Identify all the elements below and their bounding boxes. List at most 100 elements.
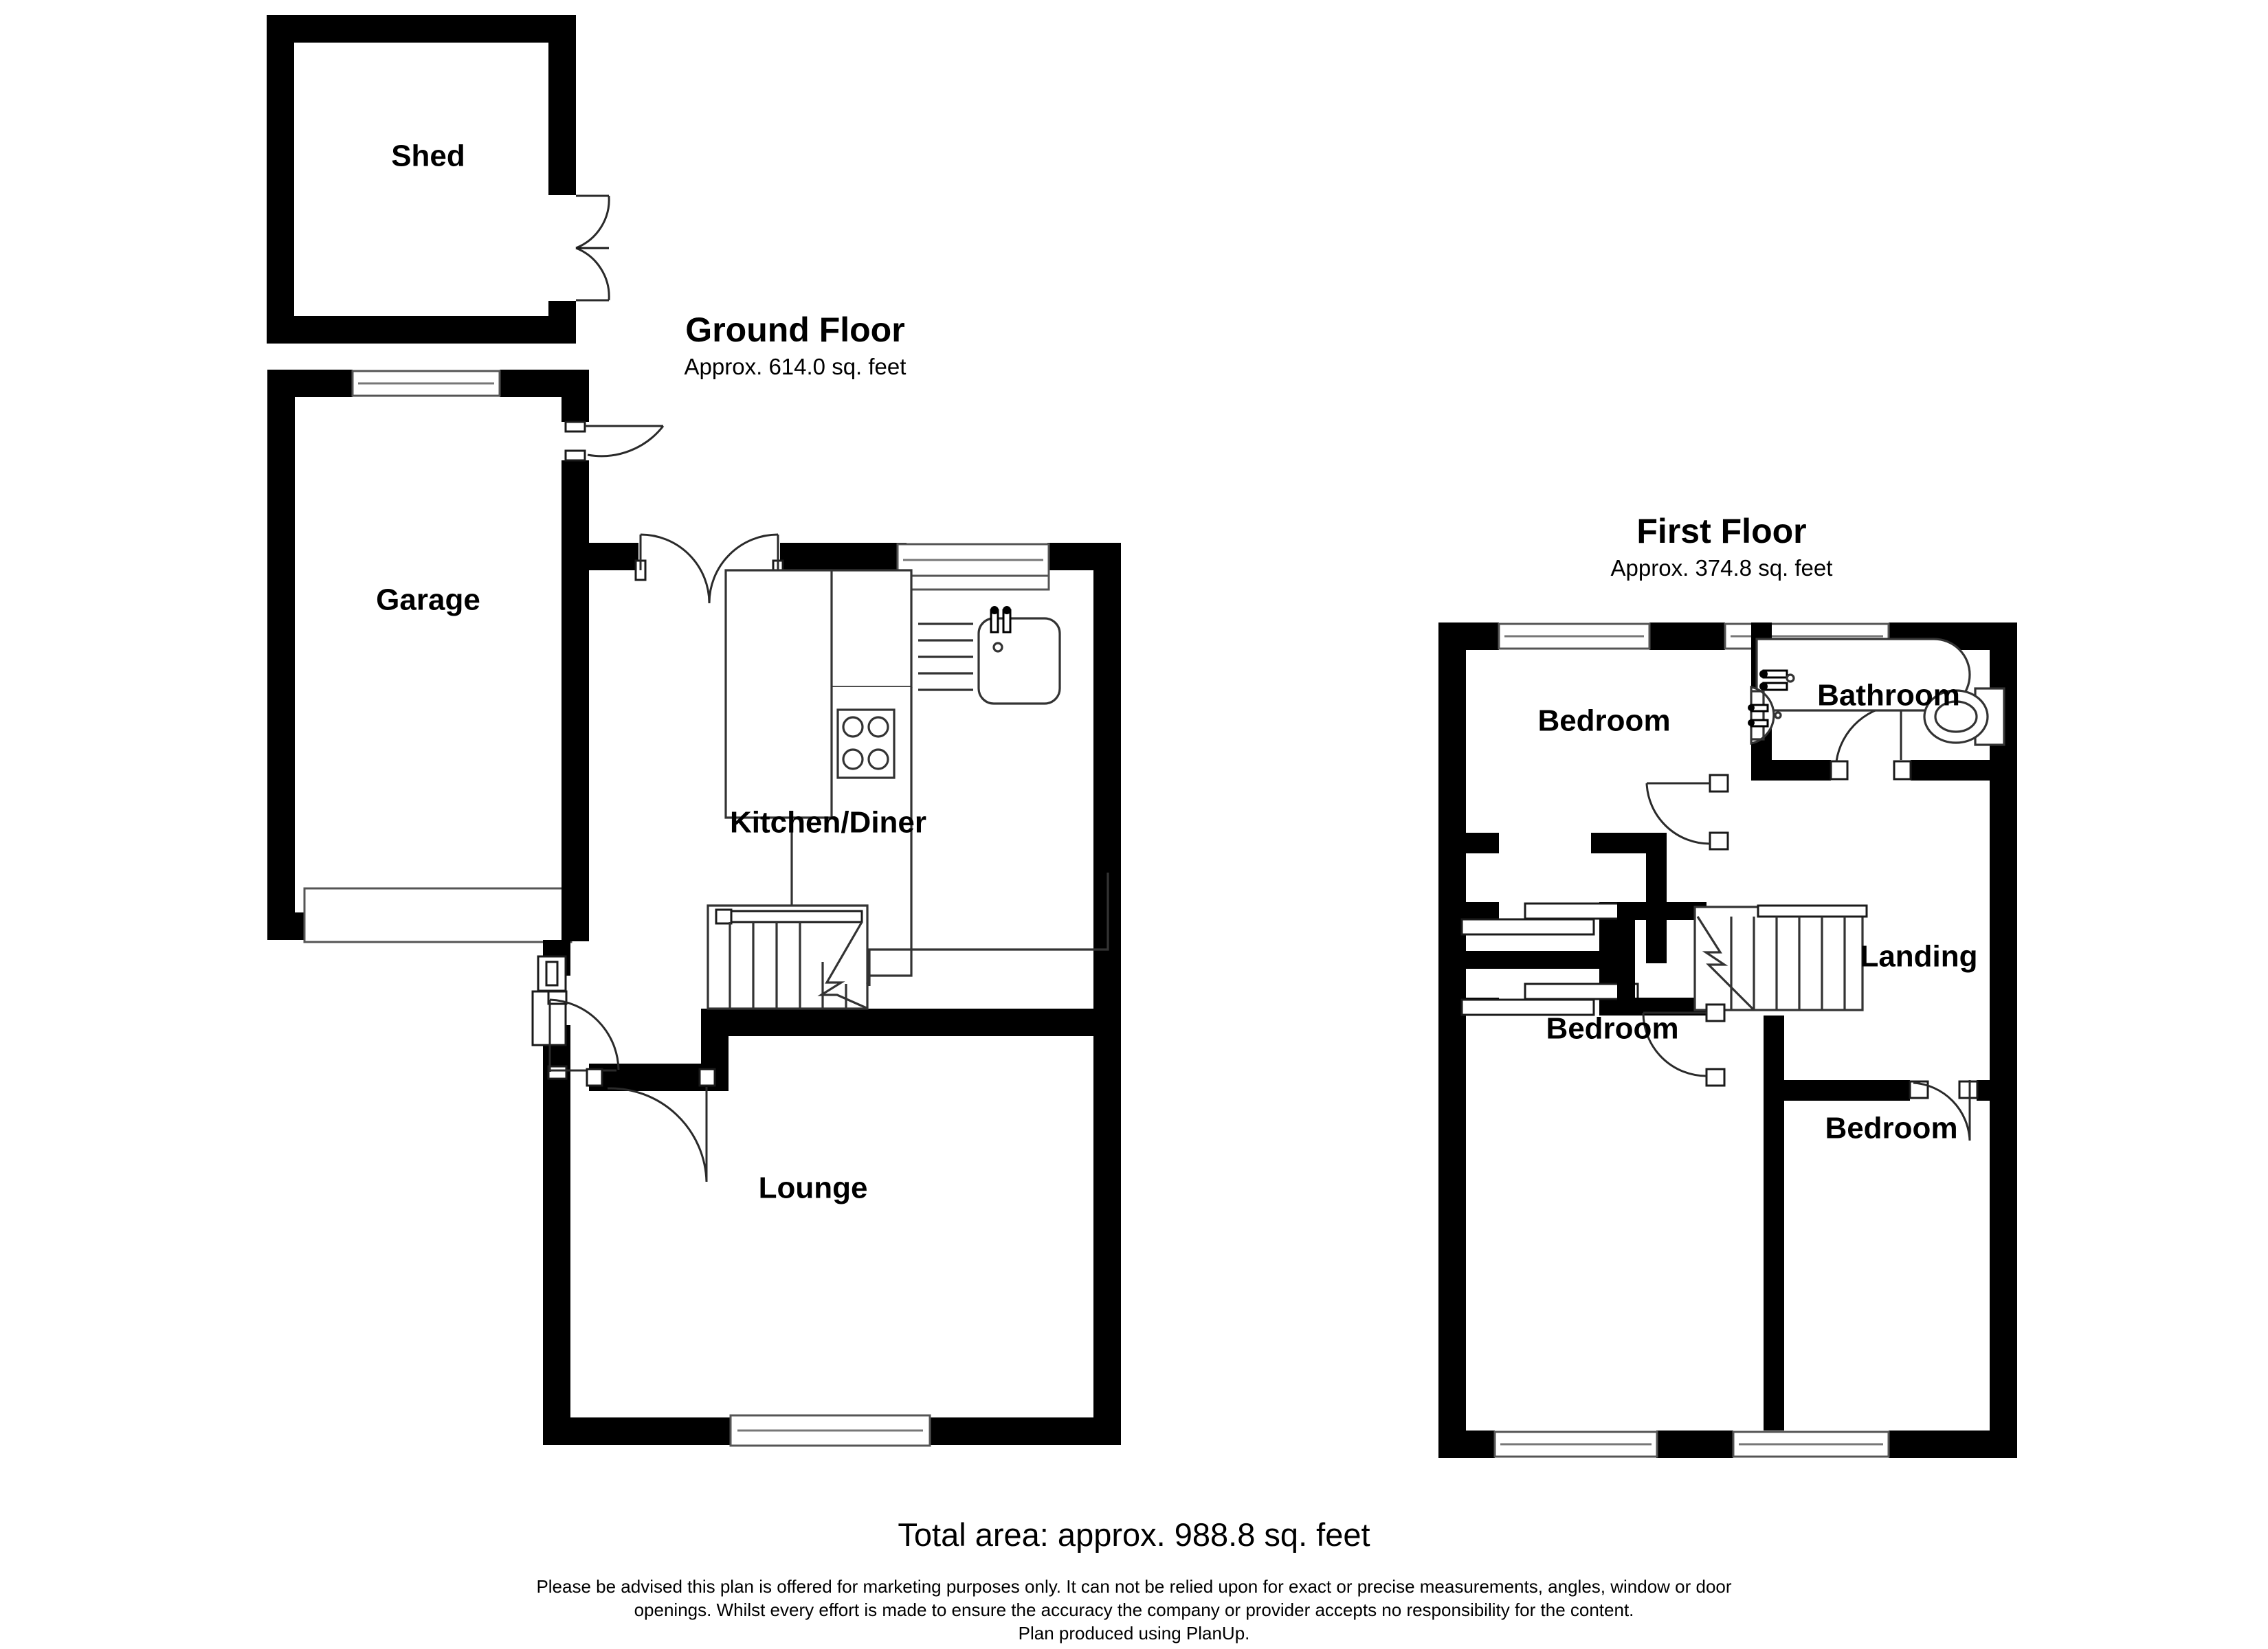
cupboard-door-upper-a[interactable] <box>1460 918 1595 936</box>
sink-fixture <box>977 606 1061 705</box>
room-label-lounge: Lounge <box>759 1171 868 1205</box>
lounge-door-arc[interactable] <box>607 1087 708 1182</box>
bathroom-wall-bottom-left <box>1751 760 1831 781</box>
kitchen-wall-top-mid <box>780 543 907 570</box>
footer-group: Total area: approx. 988.8 sq. feet Pleas… <box>536 1516 1731 1644</box>
ff-wall-top-a <box>1438 622 1499 650</box>
bedroom1-door-frame-bottom <box>1709 831 1729 851</box>
total-area-text: Total area: approx. 988.8 sq. feet <box>898 1516 1370 1553</box>
bathroom-structure: Bathroom <box>1748 622 2017 781</box>
hob-fixture <box>836 708 896 779</box>
bedroom3-door-arc[interactable] <box>1913 1081 1971 1141</box>
lounge-structure: Lounge <box>543 1003 1121 1447</box>
ff-wall-left <box>1438 622 1466 1458</box>
worktop-hob-section <box>724 569 833 819</box>
front-door[interactable] <box>531 955 620 1080</box>
landing-wall-top <box>1617 902 1706 920</box>
bedroom1-door-arc[interactable] <box>1645 783 1711 845</box>
disclaimer-line-3: Plan produced using PlanUp. <box>1019 1623 1250 1644</box>
bedroom1-wall-right <box>1646 833 1667 963</box>
bathroom-door-frame-right <box>1893 760 1912 781</box>
bedroom2-window-front <box>1493 1431 1658 1458</box>
disclaimer-line-2: openings. Whilst every effort is made to… <box>634 1600 1634 1620</box>
hall-cupboard-outline <box>868 873 1109 986</box>
garage-door-frame-bottom <box>564 449 586 462</box>
garage-vehicle-door[interactable] <box>303 887 572 943</box>
bedroom2-door-frame-top <box>1705 1003 1726 1022</box>
kitchen-diner-structure: Kitchen/Diner <box>562 533 1121 1091</box>
front-door-hinge-bottom <box>547 1065 568 1080</box>
bedroom3-window-front <box>1732 1431 1890 1458</box>
patio-door-arc-left[interactable] <box>640 533 711 604</box>
ff-stair-outline <box>1693 906 1864 1011</box>
bath-plughole <box>1786 673 1795 683</box>
first-floor-area: Approx. 374.8 sq. feet <box>1611 555 1833 581</box>
sink-bowl <box>977 617 1061 705</box>
kitchen-wall-bottom <box>701 1009 1121 1036</box>
kitchen-wall-top-left <box>562 543 638 570</box>
lounge-door[interactable] <box>586 1068 716 1182</box>
ff-wall-top-b <box>1649 622 1725 650</box>
staircase-ground <box>707 904 869 1010</box>
shed-door-arc-top[interactable] <box>575 195 610 249</box>
first-floor-group: Bathroom Bedroom <box>1438 512 2017 1458</box>
room-label-garage: Garage <box>376 583 480 617</box>
shed-structure: Shed <box>267 15 610 344</box>
ff-stair-top-rail <box>1757 904 1868 918</box>
hall-entrance <box>531 940 716 1182</box>
bathroom-wall-bottom-right <box>1911 760 2017 781</box>
room-label-landing: Landing <box>1860 940 1977 974</box>
front-door-sidelight-pane <box>545 961 559 987</box>
room-label-bedroom-1: Bedroom <box>1537 704 1670 738</box>
lounge-door-frame-right <box>698 1068 716 1087</box>
stair-top-rail <box>726 910 863 923</box>
ff-wall-right <box>1990 622 2017 1458</box>
lounge-door-frame-left <box>586 1068 603 1087</box>
garage-wall-left <box>267 370 295 940</box>
bedroom2-door-frame-bottom <box>1705 1068 1726 1087</box>
ff-wall-bottom-a <box>1438 1431 1495 1458</box>
lounge-wall-bottom-left <box>543 1417 735 1445</box>
bedroom1-window-rear <box>1498 622 1651 650</box>
patio-door-arc-right[interactable] <box>708 533 779 604</box>
cupboard-wall-mid <box>1438 951 1617 969</box>
ff-wall-bottom-b <box>1656 1431 1733 1458</box>
shed-wall-right-lower <box>548 301 576 344</box>
garage-wall-right-upper <box>562 370 589 422</box>
shed-wall-top <box>267 15 576 43</box>
bath-fixture <box>1755 638 1971 712</box>
bedroom3-wall-top-left <box>1764 1080 1910 1101</box>
ff-wall-bottom-c <box>1889 1431 2017 1458</box>
cupboard-wall-right-edge <box>1617 902 1635 1016</box>
sink-plughole <box>992 642 1003 653</box>
ff-stair-break-arrow <box>1696 916 1755 1011</box>
lounge-window-front <box>729 1414 931 1447</box>
drainer-fixture <box>918 622 973 691</box>
shed-wall-bottom <box>267 316 576 344</box>
front-door-arc[interactable] <box>549 998 620 1070</box>
garage-wall-top-left <box>267 370 353 397</box>
bedroom3-wall-top-right <box>1977 1080 2017 1101</box>
shed-door-arc-bottom[interactable] <box>575 247 610 301</box>
kitchen-window-rear <box>896 543 1050 591</box>
cupboard-wall-top <box>1438 902 1499 920</box>
toilet-fixture <box>1923 687 2005 746</box>
first-floor-title: First Floor <box>1636 512 1806 550</box>
shed-wall-right-upper <box>548 15 576 195</box>
room-label-bedroom-2: Bedroom <box>1546 1012 1678 1046</box>
garage-door-frame-top <box>564 420 586 433</box>
bedroom2-door-arc[interactable] <box>1642 1012 1707 1077</box>
bath-tap-head-right <box>1759 682 1768 691</box>
hob-ring-2 <box>867 716 889 738</box>
garage-window-rear <box>351 370 501 397</box>
lounge-wall-right <box>1093 1003 1121 1445</box>
bedroom2-wall-right <box>1764 1016 1784 1431</box>
basin-tap-head-right <box>1748 719 1755 726</box>
kitchen-window-sill <box>896 574 1050 591</box>
disclaimer-line-1: Please be advised this plan is offered f… <box>536 1576 1731 1597</box>
cupboard-door-lower-b[interactable] <box>1524 983 1639 1000</box>
garage-door-arc[interactable] <box>587 425 665 458</box>
